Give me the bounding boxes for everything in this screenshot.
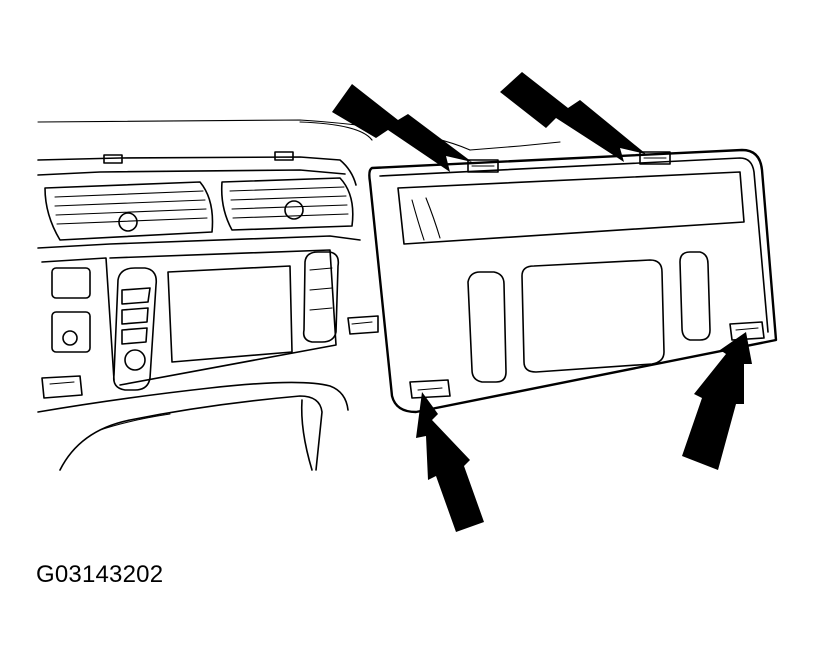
dashboard-background [37,119,561,471]
arrow-top-right-icon [500,72,646,162]
figure-id-label: G03143202 [36,561,164,588]
arrow-bottom-left-icon [416,392,484,532]
arrow-bottom-right-icon [682,332,752,470]
arrow-top-left-icon [332,84,472,172]
trim-panel [368,148,778,414]
